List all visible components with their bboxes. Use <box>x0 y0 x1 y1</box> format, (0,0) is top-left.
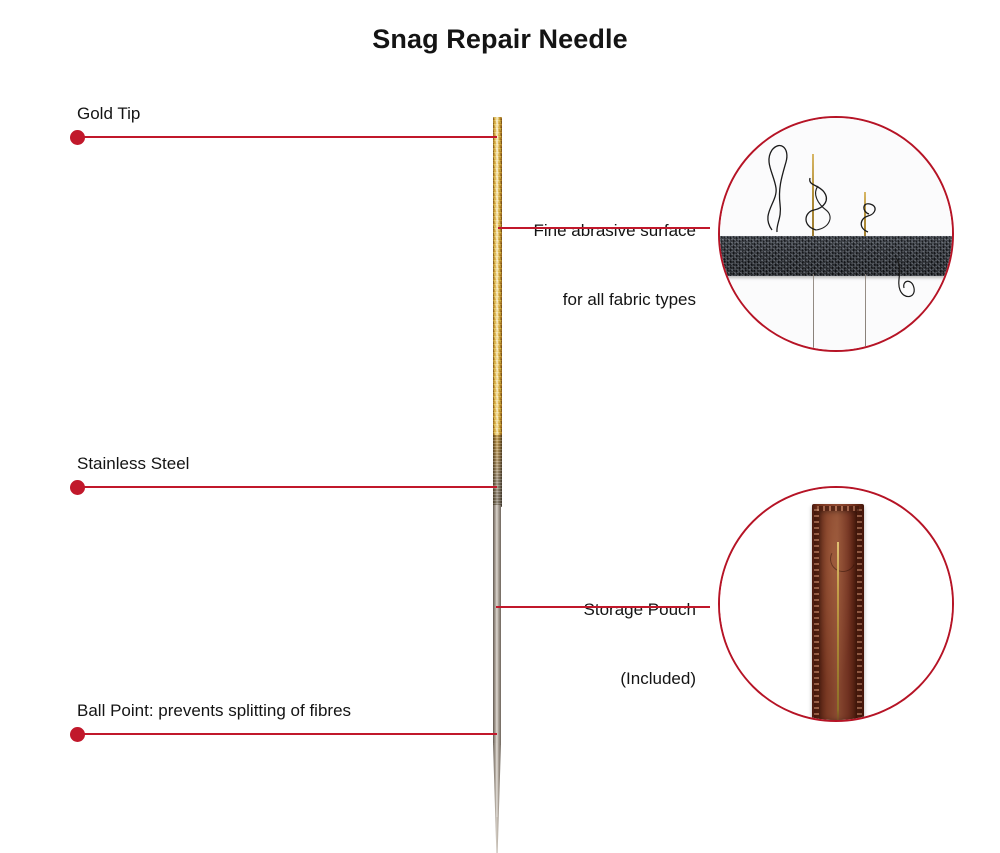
snag-needle-2 <box>864 192 866 264</box>
leader-line-abrasive-surface <box>498 227 710 229</box>
leader-line-stainless-steel <box>77 486 497 488</box>
annotation-label-storage-pouch: Storage Pouch (Included) <box>470 552 696 736</box>
annotation-label-ball-point: Ball Point: prevents splitting of fibres <box>77 701 352 720</box>
needle-gold-abrasive-shaft <box>493 117 502 437</box>
leader-dot-stainless-steel <box>70 480 85 495</box>
annotation-label-abrasive-surface-line1: Fine abrasive surface <box>533 221 696 240</box>
annotation-label-storage-pouch-line2: (Included) <box>620 669 696 688</box>
annotation-label-abrasive-surface-line2: for all fabric types <box>562 290 696 309</box>
leader-dot-ball-point <box>70 727 85 742</box>
pouch-photo <box>720 488 952 720</box>
fabric-background <box>720 118 952 350</box>
pouch-needle <box>837 542 839 710</box>
infographic-canvas: Snag Repair Needle Gold Tip Stainless St… <box>70 24 954 853</box>
page-title: Snag Repair Needle <box>372 24 628 54</box>
detail-circle-fabric <box>718 116 954 352</box>
leader-dot-gold-tip <box>70 130 85 145</box>
needle-transition-shaft <box>493 435 502 507</box>
pouch-stitching-right <box>857 509 862 720</box>
pouch-stitching-bottom <box>817 721 859 722</box>
needle-body <box>489 117 506 853</box>
snag-threads-upper <box>767 145 876 233</box>
leader-line-storage-pouch <box>496 606 710 608</box>
pouch-stitching-left <box>814 509 819 720</box>
annotation-label-stainless-steel: Stainless Steel <box>77 454 190 473</box>
snag-threads-lower <box>895 257 915 298</box>
annotation-label-gold-tip: Gold Tip <box>77 104 141 123</box>
snag-needle-1 <box>812 154 814 262</box>
fabric-photo <box>720 118 952 350</box>
leader-line-gold-tip <box>77 136 497 138</box>
snag-needle-1-lower <box>813 274 814 350</box>
detail-circle-pouch <box>718 486 954 722</box>
needle-illustration <box>489 117 506 853</box>
snag-needle-2-lower <box>865 274 866 350</box>
annotation-label-abrasive-surface: Fine abrasive surface for all fabric typ… <box>460 173 696 357</box>
needle-highlight <box>496 117 498 817</box>
abrasive-fabric-strip <box>720 236 952 276</box>
annotation-label-storage-pouch-line1: Storage Pouch <box>583 600 696 619</box>
leather-storage-pouch <box>812 504 864 722</box>
pouch-stitching-top <box>817 506 859 511</box>
needle-ball-point-tip <box>493 743 501 853</box>
leader-line-ball-point <box>77 733 497 735</box>
needle-stainless-shaft <box>493 505 501 745</box>
pouch-needle-tip <box>837 710 839 720</box>
